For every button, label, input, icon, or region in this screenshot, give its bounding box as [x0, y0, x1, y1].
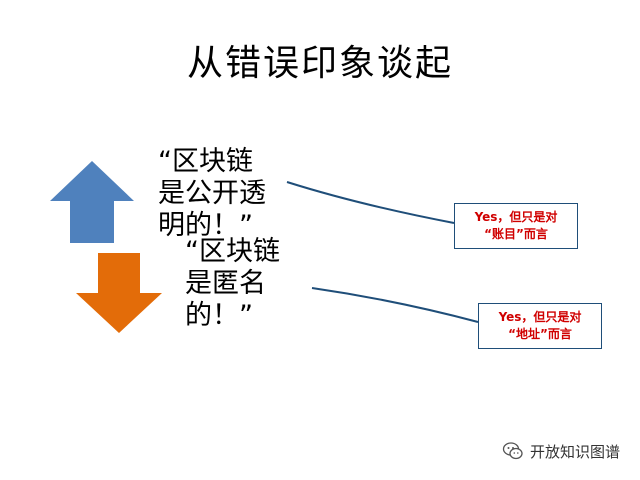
watermark-text: 开放知识图谱	[529, 442, 620, 461]
up-arrow	[50, 161, 134, 243]
wechat-icon	[502, 442, 523, 460]
claim-transparent: “区块链 是公开透 明的！”	[158, 146, 266, 241]
connector-line-2	[311, 287, 479, 323]
callout-ledger: Yes，但只是对 “账目”而言	[454, 203, 578, 249]
callout-ledger-line1: Yes，但只是对	[474, 210, 558, 224]
watermark: 开放知识图谱	[502, 440, 620, 462]
callout-address-line2: “地址”而言	[508, 327, 572, 341]
connector-line-1	[286, 181, 455, 224]
down-arrow	[76, 253, 162, 333]
callout-ledger-line2: “账目”而言	[484, 227, 548, 241]
callout-address: Yes，但只是对 “地址”而言	[478, 303, 602, 349]
slide-title: 从错误印象谈起	[186, 43, 453, 84]
claim-anonymous: “区块链 是匿名 的！”	[185, 236, 280, 331]
callout-address-line1: Yes，但只是对	[498, 310, 582, 324]
